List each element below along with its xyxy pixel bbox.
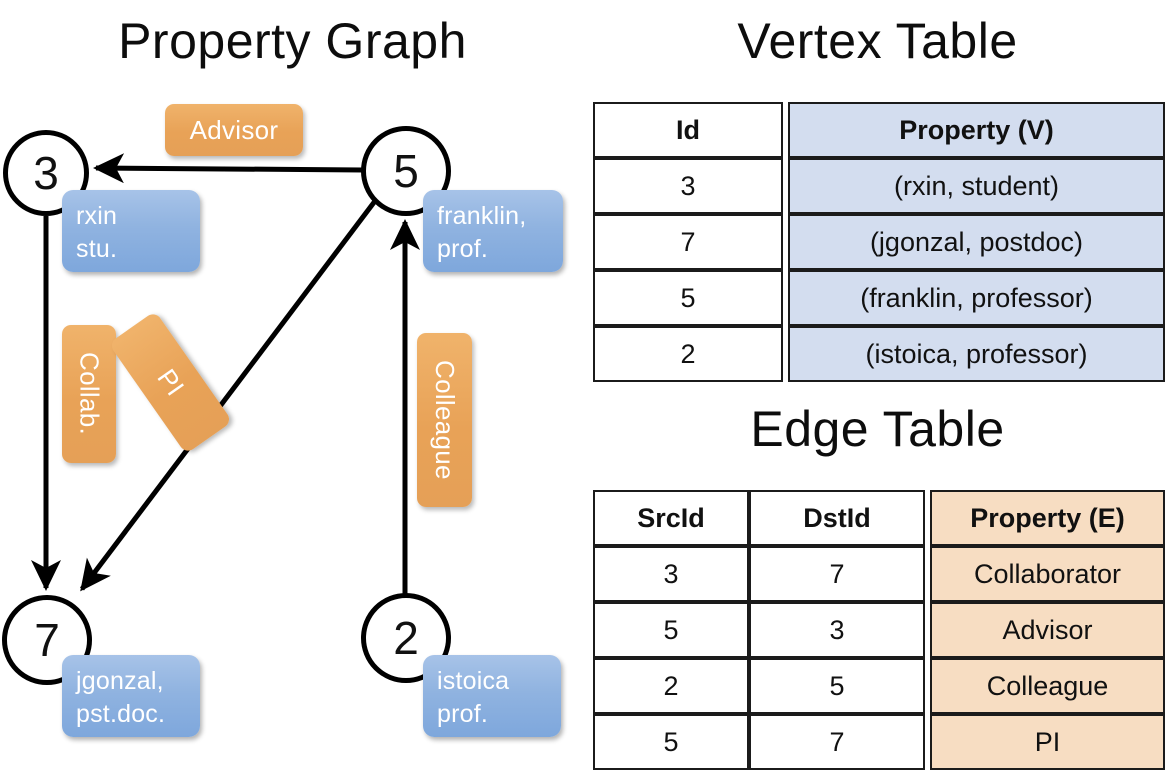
edge-label-collab-text: Collab.	[74, 352, 105, 436]
edge-cell-dstid: 7	[749, 714, 925, 770]
graph-node-2-label: 2	[393, 612, 419, 664]
edge-cell-property: Collaborator	[930, 546, 1165, 602]
table-row[interactable]: 7 (jgonzal, postdoc)	[593, 214, 1165, 270]
edge-5-to-3	[93, 153, 364, 184]
node-property-box-5: franklin, prof.	[423, 190, 563, 272]
table-header-row: Id Property (V)	[593, 102, 1165, 158]
page-title-vertex-table: Vertex Table	[737, 13, 1018, 69]
vertex-cell-id: 2	[593, 326, 783, 382]
edge-cell-dstid: 3	[749, 602, 925, 658]
page-title-edge-table: Edge Table	[750, 401, 1005, 457]
node-property-3-line2: stu.	[76, 235, 118, 263]
table-row[interactable]: 5 3 Advisor	[593, 602, 1165, 658]
edge-cell-srcid: 5	[593, 714, 749, 770]
vertex-header-id: Id	[593, 102, 783, 158]
graph-node-7-label: 7	[34, 614, 60, 666]
edge-label-colleague-text: Colleague	[430, 360, 460, 480]
edge-5-to-7	[80, 199, 377, 592]
node-property-2-line1: istoica	[437, 667, 510, 695]
vertex-cell-property: (franklin, professor)	[788, 270, 1165, 326]
node-property-5-line1: franklin,	[437, 202, 527, 230]
node-property-5-line2: prof.	[437, 235, 489, 263]
table-row[interactable]: 3 (rxin, student)	[593, 158, 1165, 214]
edge-cell-srcid: 5	[593, 602, 749, 658]
vertex-cell-property: (rxin, student)	[788, 158, 1165, 214]
node-property-2-line2: prof.	[437, 700, 489, 728]
edge-cell-property: Colleague	[930, 658, 1165, 714]
edge-label-colleague: Colleague	[417, 333, 472, 507]
edge-cell-srcid: 2	[593, 658, 749, 714]
table-row[interactable]: 2 (istoica, professor)	[593, 326, 1165, 382]
vertex-cell-property: (jgonzal, postdoc)	[788, 214, 1165, 270]
edge-header-property: Property (E)	[930, 490, 1165, 546]
node-property-3-line1: rxin	[76, 202, 118, 230]
edge-table: SrcId DstId Property (E) 3 7 Collaborato…	[593, 490, 1165, 770]
edge-label-collab: Collab.	[62, 325, 116, 463]
node-property-box-7: jgonzal, pst.doc.	[62, 655, 200, 737]
graph-edges-svg	[31, 153, 420, 594]
graph-node-3-label: 3	[33, 147, 59, 199]
edge-cell-dstid: 5	[749, 658, 925, 714]
table-row[interactable]: 5 7 PI	[593, 714, 1165, 770]
node-property-7-line2: pst.doc.	[76, 700, 166, 728]
graph-node-5[interactable]: 5	[361, 126, 451, 216]
edge-cell-property: PI	[930, 714, 1165, 770]
vertex-cell-property: (istoica, professor)	[788, 326, 1165, 382]
edge-label-pi-text: PI	[151, 363, 191, 402]
property-graph-diagram: 3 5 7 2 rxin stu. franklin, prof. jgonza…	[0, 0, 585, 760]
table-row[interactable]: 5 (franklin, professor)	[593, 270, 1165, 326]
vertex-table: Id Property (V) 3 (rxin, student) 7 (jgo…	[593, 102, 1165, 382]
edge-cell-dstid: 7	[749, 546, 925, 602]
edge-header-dstid: DstId	[749, 490, 925, 546]
table-row[interactable]: 2 5 Colleague	[593, 658, 1165, 714]
edge-header-srcid: SrcId	[593, 490, 749, 546]
page-title-property-graph: Property Graph	[118, 13, 467, 69]
table-header-row: SrcId DstId Property (E)	[593, 490, 1165, 546]
vertex-cell-id: 3	[593, 158, 783, 214]
table-row[interactable]: 3 7 Collaborator	[593, 546, 1165, 602]
edge-cell-property: Advisor	[930, 602, 1165, 658]
node-property-7-line1: jgonzal,	[76, 667, 164, 695]
vertex-cell-id: 7	[593, 214, 783, 270]
vertex-cell-id: 5	[593, 270, 783, 326]
node-property-box-3: rxin stu.	[62, 190, 200, 272]
graph-node-2[interactable]: 2	[361, 593, 451, 683]
node-property-box-2: istoica prof.	[423, 655, 561, 737]
edge-cell-srcid: 3	[593, 546, 749, 602]
graph-node-5-label: 5	[393, 145, 419, 197]
edge-label-advisor: Advisor	[165, 104, 303, 156]
vertex-header-property: Property (V)	[788, 102, 1165, 158]
